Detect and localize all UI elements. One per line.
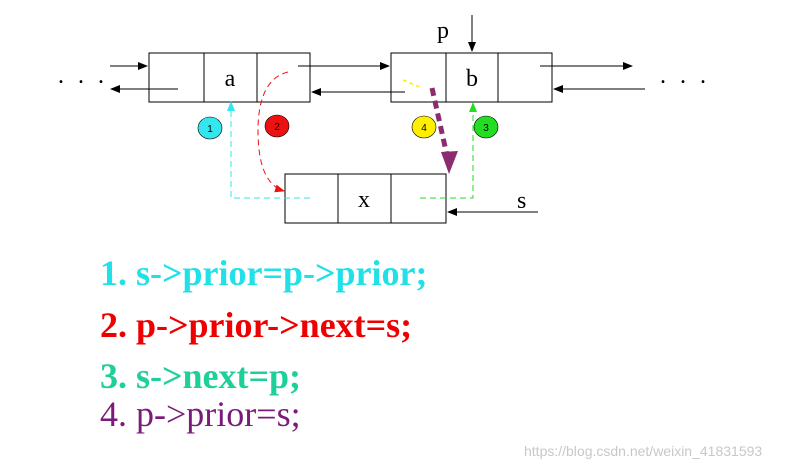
pointer-p-label: p	[437, 18, 449, 44]
node-b-box	[390, 52, 553, 103]
code-line-3: 3. s->next=p;	[100, 356, 302, 396]
step2-arrow	[257, 71, 289, 193]
badge-4-circle	[411, 115, 437, 139]
node-x-label: x	[358, 187, 370, 213]
badge-2: 2	[264, 114, 290, 138]
node-b-label: b	[466, 66, 478, 92]
step4-arrowhead	[441, 151, 458, 174]
node-a-label: a	[225, 66, 236, 92]
badge-2-circle	[264, 114, 290, 138]
code-line-4: 4. p->prior=s;	[100, 394, 301, 434]
badge-1: 1	[197, 116, 223, 140]
badge-3-circle	[473, 115, 499, 139]
node-a: a	[148, 52, 311, 103]
badge-4: 4	[411, 115, 437, 139]
badge-1-circle	[197, 116, 223, 140]
node-b: b	[390, 52, 553, 103]
code-line-1: 1. s->prior=p->prior;	[100, 253, 428, 293]
ellipsis-left: . . .	[58, 63, 108, 89]
badge-3-num: 3	[483, 123, 489, 134]
badge-4-num: 4	[421, 123, 427, 134]
code-line-2: 2. p->prior->next=s;	[100, 305, 413, 345]
badge-2-num: 2	[274, 122, 280, 133]
node-x: x	[284, 173, 447, 224]
step1-arrow	[227, 101, 310, 199]
badge-3: 3	[473, 115, 499, 139]
pointer-s-label: s	[517, 188, 526, 214]
watermark: https://blog.csdn.net/weixin_41831593	[524, 443, 763, 459]
ellipsis-right: . . .	[660, 63, 710, 89]
step3-arrow	[420, 102, 477, 199]
badge-1-num: 1	[207, 124, 213, 135]
node-x-box	[284, 173, 447, 224]
step4-yellow-dash	[402, 79, 423, 89]
